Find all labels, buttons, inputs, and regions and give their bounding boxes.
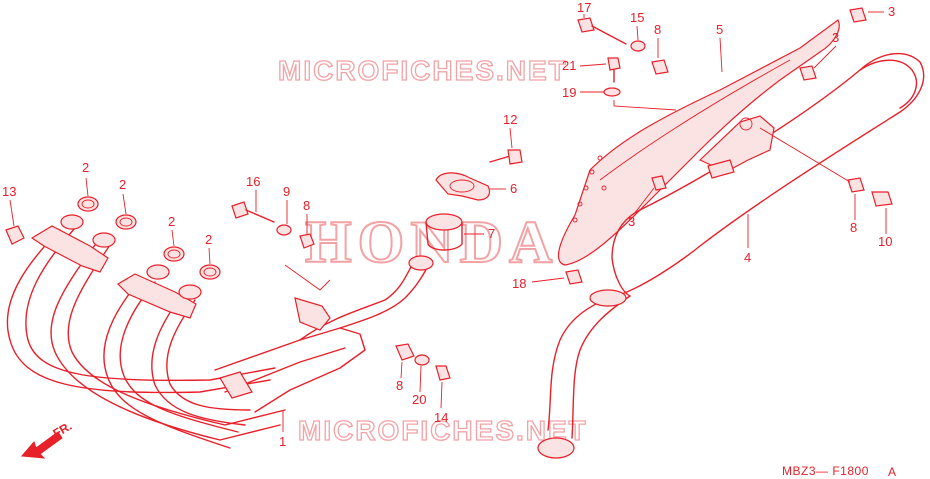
exhaust-pipe-assembly bbox=[6, 214, 434, 449]
diagram-code: MBZ3— F1800 bbox=[782, 464, 869, 478]
nut-8-lower bbox=[395, 343, 415, 361]
watermark-site-bottom: MICROFICHES.NET bbox=[298, 415, 588, 446]
callout-16: 16 bbox=[246, 174, 260, 189]
callout-10: 10 bbox=[878, 234, 892, 249]
callout-8-right: 8 bbox=[850, 220, 857, 235]
callout-2a: 2 bbox=[82, 160, 89, 175]
muffler-protector-5 bbox=[557, 19, 840, 266]
watermark-site-top: MICROFICHES.NET bbox=[278, 55, 568, 86]
callout-3-mid: 3 bbox=[832, 30, 839, 45]
bolt-10 bbox=[759, 127, 893, 207]
nut-18 bbox=[565, 269, 583, 285]
callout-18: 18 bbox=[512, 276, 526, 291]
callout-7: 7 bbox=[488, 226, 495, 241]
front-direction-arrow-icon: FR. bbox=[20, 419, 74, 459]
callout-13: 13 bbox=[2, 184, 16, 199]
diagram-suffix: A bbox=[888, 465, 897, 479]
bolt-17-group bbox=[577, 17, 669, 75]
nut-8-right bbox=[847, 177, 865, 193]
callout-6: 6 bbox=[510, 181, 517, 196]
washer-20 bbox=[414, 354, 430, 366]
callout-8-lower: 8 bbox=[396, 378, 403, 393]
rubber-3-top bbox=[849, 7, 867, 23]
callout-8-left: 8 bbox=[303, 198, 310, 213]
rubber-3-low bbox=[651, 175, 667, 191]
callout-2b: 2 bbox=[119, 177, 126, 192]
muffler-4 bbox=[537, 52, 925, 459]
callout-14: 14 bbox=[434, 410, 448, 425]
callout-5: 5 bbox=[716, 22, 723, 37]
nut-14 bbox=[435, 365, 451, 381]
callouts: 1 2 2 2 2 13 16 9 8 12 6 7 8 20 14 17 15… bbox=[2, 0, 895, 449]
bolt-12 bbox=[489, 149, 523, 165]
callout-15: 15 bbox=[630, 10, 644, 25]
callout-3-low: 3 bbox=[628, 214, 635, 229]
bolt-21-group bbox=[603, 57, 677, 111]
callout-19: 19 bbox=[562, 85, 576, 100]
callout-20: 20 bbox=[412, 392, 426, 407]
callout-2d: 2 bbox=[205, 232, 212, 247]
exhaust-clamp-6 bbox=[435, 172, 491, 201]
nut-13 bbox=[5, 225, 25, 245]
callout-2c: 2 bbox=[168, 214, 175, 229]
callout-4: 4 bbox=[744, 250, 751, 265]
callout-3-top: 3 bbox=[888, 4, 895, 19]
callout-8-top: 8 bbox=[654, 22, 661, 37]
callout-17: 17 bbox=[577, 0, 591, 15]
callout-1: 1 bbox=[279, 434, 286, 449]
gasket-2-group bbox=[77, 196, 221, 280]
callout-9: 9 bbox=[283, 184, 290, 199]
joint-ring-7 bbox=[425, 213, 463, 251]
rubber-3-mid bbox=[799, 65, 817, 81]
callout-21: 21 bbox=[562, 58, 576, 73]
callout-12: 12 bbox=[503, 112, 517, 127]
bolt-16-group bbox=[231, 201, 331, 291]
